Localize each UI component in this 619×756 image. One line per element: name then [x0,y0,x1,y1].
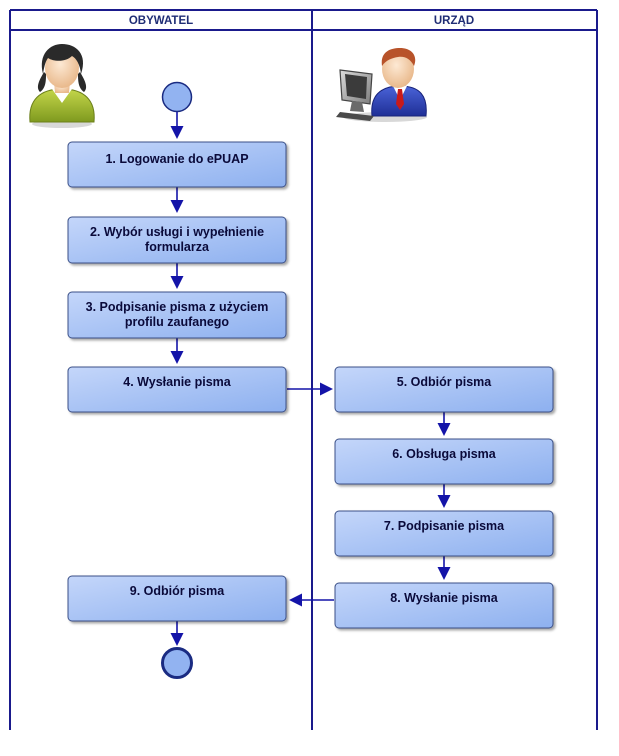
flow-start-to-step-1-arrowhead [170,126,184,139]
step-7-box: 7. Podpisanie pisma [334,510,554,557]
step-5-box: 5. Odbiór pisma [334,366,554,413]
start-event [161,81,193,113]
process-steps: 1. Logowanie do ePUAP 2. Wybór usługi i … [67,141,554,629]
flow-step-5-to-step-6-arrowhead [437,423,451,436]
step-6-label-line-1: 6. Obsługa pisma [392,447,497,461]
woman-user-icon [29,44,95,128]
flow-step-7-to-step-8-arrowhead [437,567,451,580]
step-4-label: 4. Wysłanie pisma [123,375,232,389]
flow-step-1-to-step-2-arrowhead [170,200,184,213]
step-4-label-line-1: 4. Wysłanie pisma [123,375,232,389]
step-5-label: 5. Odbiór pisma [397,375,493,389]
step-1-label-line-1: 1. Logowanie do ePUAP [105,152,248,166]
step-8-label-line-1: 8. Wysłanie pisma [390,591,499,605]
step-8-box: 8. Wysłanie pisma [334,582,554,629]
swimlane-frame [9,9,598,730]
flow-step-3-to-step-4-arrowhead [170,351,184,364]
lane-title-obywatel: OBYWATEL [129,15,193,27]
step-1-box: 1. Logowanie do ePUAP [67,141,287,188]
step-3-label-line-1: 3. Podpisanie pisma z użyciem [86,300,269,314]
step-7-label-line-1: 7. Podpisanie pisma [384,519,505,533]
connectors [170,112,451,646]
step-9-label: 9. Odbiór pisma [130,584,226,598]
flow-step-4-to-step-5-arrowhead [320,382,333,396]
flow-step-2-to-step-3-arrowhead [170,276,184,289]
step-3-label-line-2: profilu zaufanego [125,315,230,329]
step-2-label-line-2: formularza [145,240,210,254]
flow-step-6-to-step-7-arrowhead [437,495,451,508]
step-6-label: 6. Obsługa pisma [392,447,497,461]
lane-title-urzad: URZĄD [434,15,474,27]
step-6-box: 6. Obsługa pisma [334,438,554,485]
step-9-label-line-1: 9. Odbiór pisma [130,584,226,598]
step-8-label: 8. Wysłanie pisma [390,591,499,605]
step-2-label-line-1: 2. Wybór usługi i wypełnienie [90,225,264,239]
step-9-box: 9. Odbiór pisma [67,575,287,622]
clerk-computer-icon [336,48,427,122]
step-1-label: 1. Logowanie do ePUAP [105,152,248,166]
step-7-label: 7. Podpisanie pisma [384,519,505,533]
end-event [161,647,193,679]
step-5-label-line-1: 5. Odbiór pisma [397,375,493,389]
flow-step-8-to-step-9-arrowhead [289,593,302,607]
step-4-box: 4. Wysłanie pisma [67,366,287,413]
flow-step-9-to-end-arrowhead [170,633,184,646]
